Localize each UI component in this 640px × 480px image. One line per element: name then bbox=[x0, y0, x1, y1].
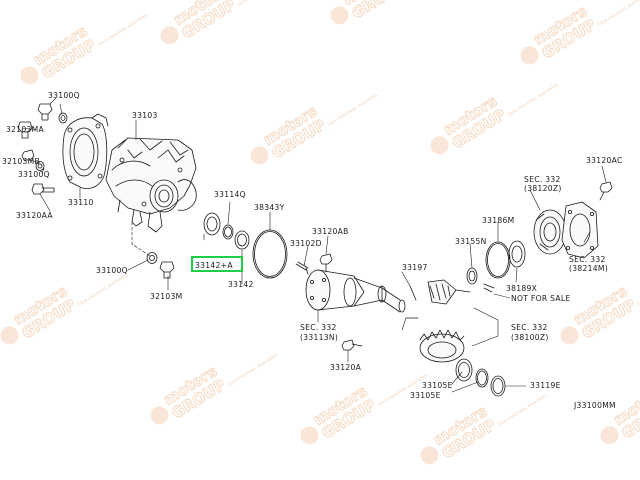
watermark-tagline: Carro importado, exportados bbox=[597, 0, 640, 27]
label-33119e[interactable]: 33119E bbox=[530, 381, 561, 390]
watermark-gear-icon bbox=[250, 146, 269, 165]
transfer-cover[interactable] bbox=[62, 113, 109, 189]
washer-33100q-top[interactable] bbox=[58, 112, 68, 124]
label-33197[interactable]: 33197 bbox=[402, 263, 428, 272]
label-33113n[interactable]: (33113N) bbox=[300, 333, 338, 342]
pin-33197[interactable] bbox=[405, 285, 419, 319]
watermark-tagline: Carro importado, exportados bbox=[97, 12, 149, 47]
label-33142-a[interactable]: 33142+A bbox=[195, 261, 233, 270]
highlight-box bbox=[191, 256, 243, 272]
leader-lines bbox=[21, 97, 607, 393]
plug-33100q-top[interactable] bbox=[37, 103, 53, 121]
label-33105e-a[interactable]: 33105E bbox=[422, 381, 453, 390]
label-33155n[interactable]: 33155N bbox=[455, 237, 487, 246]
stud-33102d[interactable] bbox=[295, 261, 309, 275]
washer-33100q-mid[interactable] bbox=[35, 161, 45, 171]
watermark-tagline: Carro importado, exportados bbox=[377, 372, 429, 407]
watermark-tagline: Carro importado, exportados bbox=[77, 272, 129, 307]
label-32103mb[interactable]: 32103MB bbox=[2, 157, 40, 166]
watermark-tagline: Carro importado, exportados bbox=[237, 0, 289, 7]
watermark-tagline: Carro importado, exportados bbox=[507, 82, 559, 117]
label-38100z[interactable]: (38100Z) bbox=[511, 333, 549, 342]
label-32103ma[interactable]: 32103MA bbox=[6, 125, 45, 134]
watermark-gear-icon bbox=[160, 26, 179, 45]
drain-plug-32103m[interactable] bbox=[159, 261, 175, 279]
label-38120z[interactable]: (38120Z) bbox=[524, 184, 562, 193]
label-38214m[interactable]: (38214M) bbox=[569, 264, 608, 273]
label-sec-332-b[interactable]: SEC. 332 bbox=[511, 323, 548, 332]
label-not-for-sale: NOT FOR SALE bbox=[511, 294, 571, 303]
bearing-retainer-38120z[interactable] bbox=[533, 209, 567, 255]
watermark-brand-line2: GROUP bbox=[349, 0, 409, 22]
companion-flange-33113n[interactable] bbox=[305, 269, 406, 313]
bolt-33120ac[interactable] bbox=[599, 181, 613, 201]
watermark-gear-icon bbox=[0, 326, 19, 345]
watermark-tagline: Carro importado, exportados bbox=[227, 352, 279, 387]
spacer-33155n[interactable] bbox=[466, 267, 478, 285]
oil-seal-33142-a[interactable] bbox=[203, 212, 221, 236]
label-33105e-b[interactable]: 33105E bbox=[410, 391, 441, 400]
oil-seal-33119e[interactable] bbox=[490, 375, 506, 397]
label-33120a[interactable]: 33120A bbox=[330, 363, 362, 372]
label-33120ab[interactable]: 33120AB bbox=[312, 227, 349, 236]
snap-ring-33105e-a[interactable] bbox=[455, 358, 473, 382]
label-sec-332-d[interactable]: SEC. 332 bbox=[569, 255, 606, 264]
watermark-gear-icon bbox=[520, 46, 539, 65]
watermark-gear-icon bbox=[300, 426, 319, 445]
label-33114q[interactable]: 33114Q bbox=[214, 190, 246, 199]
watermark-tagline: Carro importado, exportados bbox=[637, 272, 640, 307]
watermark-tagline: Carro importado, exportados bbox=[327, 92, 379, 127]
small-pin-38189x[interactable] bbox=[483, 283, 495, 293]
label-33120ac[interactable]: 33120AC bbox=[586, 156, 623, 165]
label-33120aa[interactable]: 33120AA bbox=[16, 211, 53, 220]
watermark-gear-icon bbox=[150, 406, 169, 425]
ring-gear[interactable] bbox=[419, 329, 465, 363]
drive-pinion-gear[interactable] bbox=[427, 279, 471, 305]
label-33100q-mid[interactable]: 33100Q bbox=[18, 170, 50, 179]
watermark-tagline: Carro importado, exportados bbox=[497, 392, 549, 427]
label-33100q-lower[interactable]: 33100Q bbox=[96, 266, 128, 275]
o-ring-33186m[interactable] bbox=[485, 241, 511, 279]
label-38189x[interactable]: 38189X bbox=[506, 284, 537, 293]
bolt-33120aa[interactable] bbox=[31, 183, 55, 195]
bolt-33120ab[interactable] bbox=[319, 253, 333, 273]
label-38343y[interactable]: 38343Y bbox=[254, 203, 285, 212]
label-sec-332-c[interactable]: SEC. 332 bbox=[524, 175, 561, 184]
watermark-gear-icon bbox=[20, 66, 39, 85]
bolt-33120a[interactable] bbox=[341, 339, 363, 351]
bolt-32103ma[interactable] bbox=[17, 121, 33, 139]
transfer-case-housing[interactable] bbox=[105, 137, 197, 233]
o-ring-38343y[interactable] bbox=[252, 229, 288, 279]
label-33142[interactable]: 33142 bbox=[228, 280, 254, 289]
shim-38189x[interactable] bbox=[508, 240, 526, 268]
watermark-gear-icon bbox=[330, 6, 349, 25]
label-sec-332-a[interactable]: SEC. 332 bbox=[300, 323, 337, 332]
drawing-id: J33100MM bbox=[573, 401, 616, 410]
part-labels: 33100Q 33103 32103MA 32103MB 33100Q 3311… bbox=[2, 91, 623, 410]
snap-ring-33114q[interactable] bbox=[222, 224, 234, 240]
label-32103m[interactable]: 32103M bbox=[150, 292, 183, 301]
label-33100q-top[interactable]: 33100Q bbox=[48, 91, 80, 100]
label-33103[interactable]: 33103 bbox=[132, 111, 158, 120]
watermark-gear-icon bbox=[420, 446, 439, 465]
label-33110[interactable]: 33110 bbox=[68, 198, 94, 207]
cover-38214m[interactable] bbox=[561, 201, 599, 259]
washer-33100q-lower[interactable] bbox=[146, 252, 158, 264]
watermark-gear-icon bbox=[560, 326, 579, 345]
label-33186m[interactable]: 33186M bbox=[482, 216, 515, 225]
oil-seal-33142[interactable] bbox=[234, 230, 250, 250]
watermark-gear-icon bbox=[600, 426, 619, 445]
label-33102d[interactable]: 33102D bbox=[290, 239, 322, 248]
watermark-gear-icon bbox=[430, 136, 449, 155]
snap-ring-33105e-b[interactable] bbox=[475, 368, 489, 388]
